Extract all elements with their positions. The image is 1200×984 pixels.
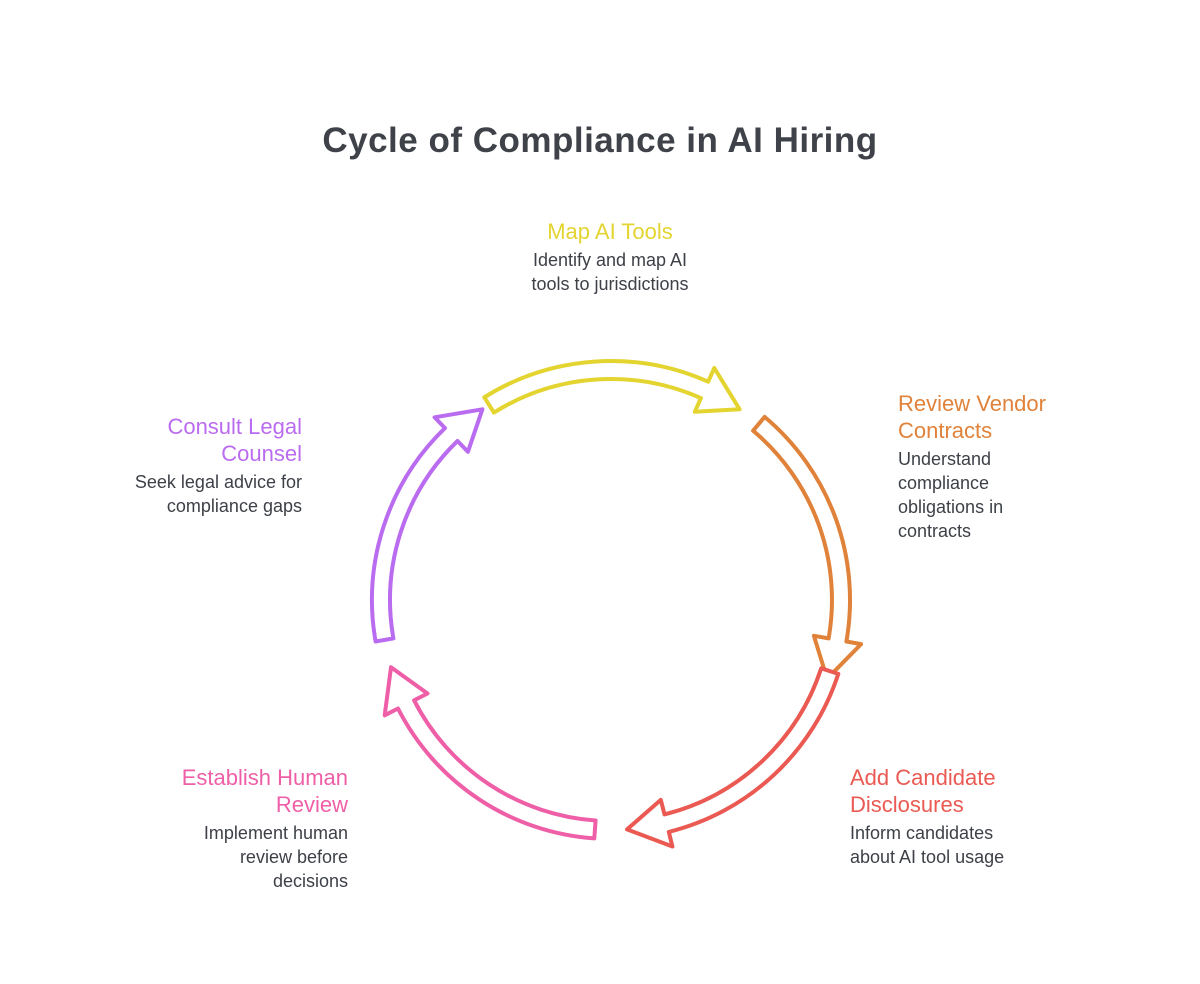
stage-consult-legal-counsel: Consult Legal Counsel Seek legal advice … <box>102 413 302 518</box>
stage-description: Inform candidates about AI tool usage <box>850 823 1005 867</box>
stage-label: Add Candidate Disclosures <box>850 765 996 817</box>
stage-description: Understand compliance obligations in con… <box>898 449 1004 541</box>
stage-label: Map AI Tools <box>547 219 673 244</box>
stage-description: Seek legal advice for compliance gaps <box>134 472 302 516</box>
page-title: Cycle of Compliance in AI Hiring <box>322 121 878 161</box>
stage-add-candidate-disclosures: Add Candidate Disclosures Inform candida… <box>850 764 1050 869</box>
arrow-consult-legal-counsel <box>370 407 485 644</box>
stage-map-ai-tools: Map AI Tools Identify and map AI tools t… <box>430 218 790 296</box>
stage-review-vendor-contracts: Review Vendor Contracts Understand compl… <box>898 390 1078 543</box>
arrow-map-ai-tools <box>482 359 742 415</box>
stage-label: Establish Human Review <box>181 765 348 817</box>
stage-description: Identify and map AI tools to jurisdictio… <box>531 250 689 294</box>
stage-description: Implement human review before decisions <box>203 823 348 891</box>
arrow-establish-human-review <box>382 665 598 841</box>
stage-label: Consult Legal Counsel <box>167 414 302 466</box>
stage-label: Review Vendor Contracts <box>898 391 1046 443</box>
stage-establish-human-review: Establish Human Review Implement human r… <box>148 764 348 893</box>
arrow-add-candidate-disclosures <box>625 666 841 849</box>
arrow-review-vendor-contracts <box>751 414 864 681</box>
